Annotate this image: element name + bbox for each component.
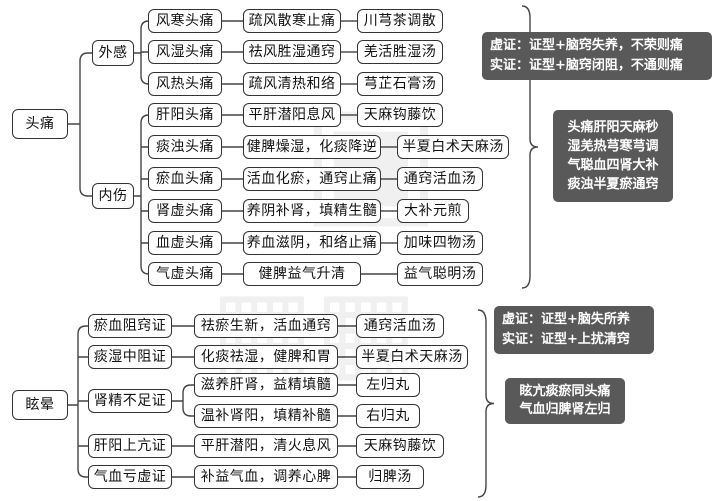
- note-syndrome-headache: 虚证：证型+脑窍失养，不荣则痛 实证：证型+脑窍闭阻，不通则痛: [482, 32, 712, 80]
- formula-box: 左归丸: [356, 373, 420, 397]
- note-line: 实证：证型+脑窍闭阻，不通则痛: [490, 58, 683, 73]
- formula-box: 大补元煎: [397, 199, 469, 223]
- connector-neishang: [134, 114, 150, 275]
- brace-headache: [521, 5, 539, 289]
- note-line: 眩亢痰瘀同头痛: [519, 384, 611, 399]
- note-line: 虚证：证型+脑窍失养，不荣则痛: [490, 38, 683, 53]
- formula-box: 川芎茶调散: [357, 9, 443, 33]
- formula-box: 右归丸: [356, 404, 420, 428]
- note-mnemonic-headache: 头痛肝阳天麻秒 湿羌热芎寒芎调 气聪血四肾大补 痰浊半夏瘀通窍: [553, 110, 673, 202]
- formula-box: 加味四物汤: [397, 231, 483, 255]
- branch-waigan: 外感: [92, 40, 134, 66]
- formula-box: 半夏白术天麻汤: [356, 345, 468, 369]
- method-box: 平肝潜阳息风: [243, 103, 341, 127]
- type-box: 风寒头痛: [148, 9, 222, 33]
- method-box: 活血化瘀，通窍止痛: [243, 167, 381, 191]
- formula-box: 天麻钩藤饮: [356, 434, 444, 458]
- formula-box: 羌活胜湿汤: [357, 40, 443, 64]
- method-box: 养阴补肾，填精生髓: [243, 199, 381, 223]
- formula-box: 归脾汤: [356, 465, 424, 489]
- note-line: 气血归脾肾左归: [519, 402, 611, 417]
- formula-box: 通窍活血汤: [356, 314, 444, 338]
- type-box: 瘀血头痛: [148, 167, 222, 191]
- note-mnemonic-vertigo: 眩亢痰瘀同头痛 气血归脾肾左归: [505, 378, 625, 424]
- method-box: 健脾益气升清: [243, 262, 361, 286]
- type-box: 肝阳上亢证: [88, 434, 172, 458]
- method-box: 健脾燥湿，化痰降逆: [243, 135, 381, 159]
- formula-box: 芎芷石膏汤: [357, 72, 443, 96]
- method-box: 祛风胜湿通窍: [243, 40, 341, 64]
- type-box: 气血亏虚证: [88, 465, 172, 489]
- root-vertigo: 眩晕: [12, 390, 68, 420]
- note-line: 头痛肝阳天麻秒: [567, 120, 659, 135]
- connector-root-headache: [68, 52, 92, 197]
- connector-waigan: [134, 20, 150, 85]
- type-box: 风湿头痛: [148, 40, 222, 64]
- type-box: 风热头痛: [148, 72, 222, 96]
- formula-box: 半夏白术天麻汤: [397, 135, 509, 159]
- formula-box: 天麻钩藤饮: [357, 103, 443, 127]
- method-box: 温补肾阳，填精补髓: [194, 404, 338, 428]
- connector-root-vertigo: [68, 325, 88, 478]
- method-box: 化痰祛湿，健脾和胃: [194, 345, 338, 369]
- type-box: 瘀血阻窍证: [88, 314, 172, 338]
- method-box: 祛瘀生新，活血通窍: [194, 314, 338, 338]
- type-box: 肾精不足证: [88, 389, 172, 413]
- note-line: 湿羌热芎寒芎调: [567, 139, 659, 154]
- type-box: 肾虚头痛: [148, 199, 222, 223]
- formula-box: 益气聪明汤: [397, 262, 483, 286]
- method-box: 滋养肝肾，益精填髓: [194, 373, 338, 397]
- root-headache: 头痛: [12, 109, 68, 139]
- brace-vertigo: [477, 309, 495, 498]
- method-box: 疏风散寒止痛: [243, 9, 341, 33]
- branch-neishang: 内伤: [92, 183, 134, 209]
- connector-kidney: [172, 384, 194, 417]
- type-box: 气虚头痛: [148, 262, 222, 286]
- note-line: 实证：证型+上扰清窍: [502, 332, 630, 347]
- type-box: 痰浊头痛: [148, 135, 222, 159]
- type-box: 肝阳头痛: [148, 103, 222, 127]
- method-box: 补益气血，调养心脾: [194, 465, 338, 489]
- method-box: 疏风清热和络: [243, 72, 341, 96]
- type-box: 血虚头痛: [148, 231, 222, 255]
- method-box: 平肝潜阳，清火息风: [194, 434, 338, 458]
- method-box: 养血滋阴，和络止痛: [243, 231, 381, 255]
- note-syndrome-vertigo: 虚证：证型+脑失所养 实证：证型+上扰清窍: [494, 306, 654, 354]
- note-line: 气聪血四肾大补: [567, 158, 659, 173]
- formula-box: 通窍活血汤: [397, 167, 483, 191]
- note-line: 虚证：证型+脑失所养: [502, 312, 630, 327]
- type-box: 痰湿中阻证: [88, 345, 172, 369]
- note-line: 痰浊半夏瘀通窍: [567, 177, 659, 192]
